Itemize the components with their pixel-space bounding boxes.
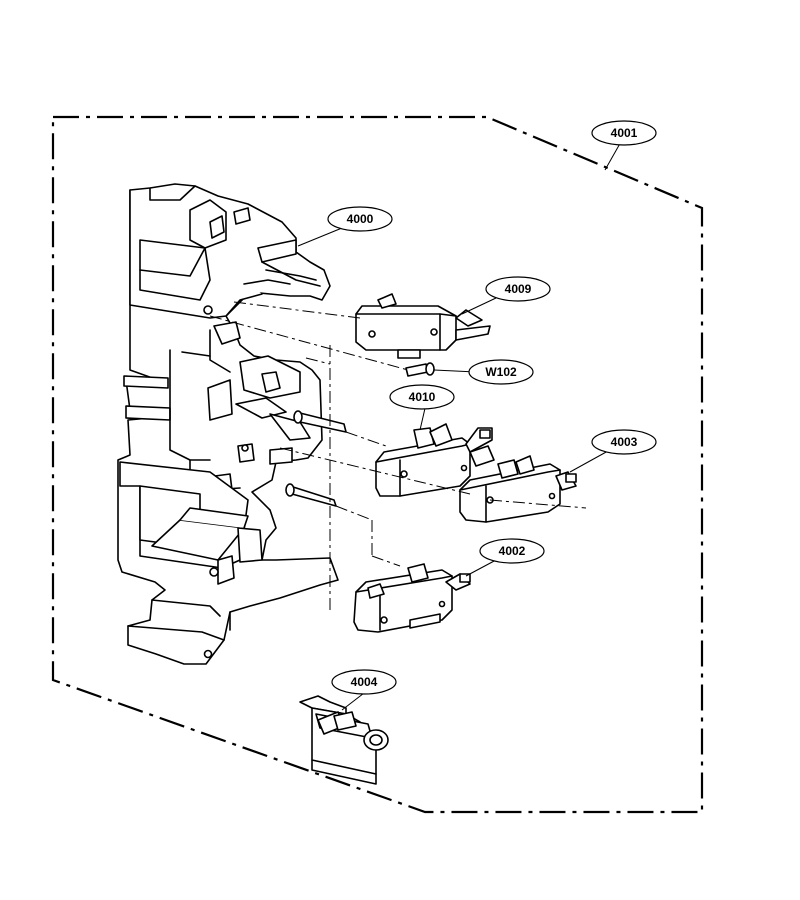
callout-4010-label: 4010 xyxy=(409,390,436,404)
callout-4004-label: 4004 xyxy=(351,675,378,689)
callout-w102-label: W102 xyxy=(485,365,517,379)
callout-4000: 4000 xyxy=(327,206,393,232)
callout-w102: W102 xyxy=(468,359,534,385)
callout-4003: 4003 xyxy=(591,429,657,455)
switch-b xyxy=(459,455,577,523)
callout-4001-label: 4001 xyxy=(611,126,638,140)
latch-board xyxy=(117,183,347,665)
callout-4003-label: 4003 xyxy=(611,435,638,449)
callout-4004: 4004 xyxy=(331,669,397,695)
callout-4000-label: 4000 xyxy=(347,212,374,226)
assembly-centerlines xyxy=(209,301,587,612)
callout-4010: 4010 xyxy=(389,384,455,410)
callout-4002-label: 4002 xyxy=(499,544,526,558)
callout-4001: 4001 xyxy=(591,120,657,146)
callout-4002: 4002 xyxy=(479,538,545,564)
switch-mid xyxy=(375,423,495,497)
screw xyxy=(405,362,435,377)
switch-a xyxy=(353,563,471,633)
assembly-boundary xyxy=(51,115,704,814)
callout-4009-label: 4009 xyxy=(505,282,532,296)
switch-top xyxy=(355,293,491,359)
callout-4009: 4009 xyxy=(485,276,551,302)
lever xyxy=(299,695,389,785)
